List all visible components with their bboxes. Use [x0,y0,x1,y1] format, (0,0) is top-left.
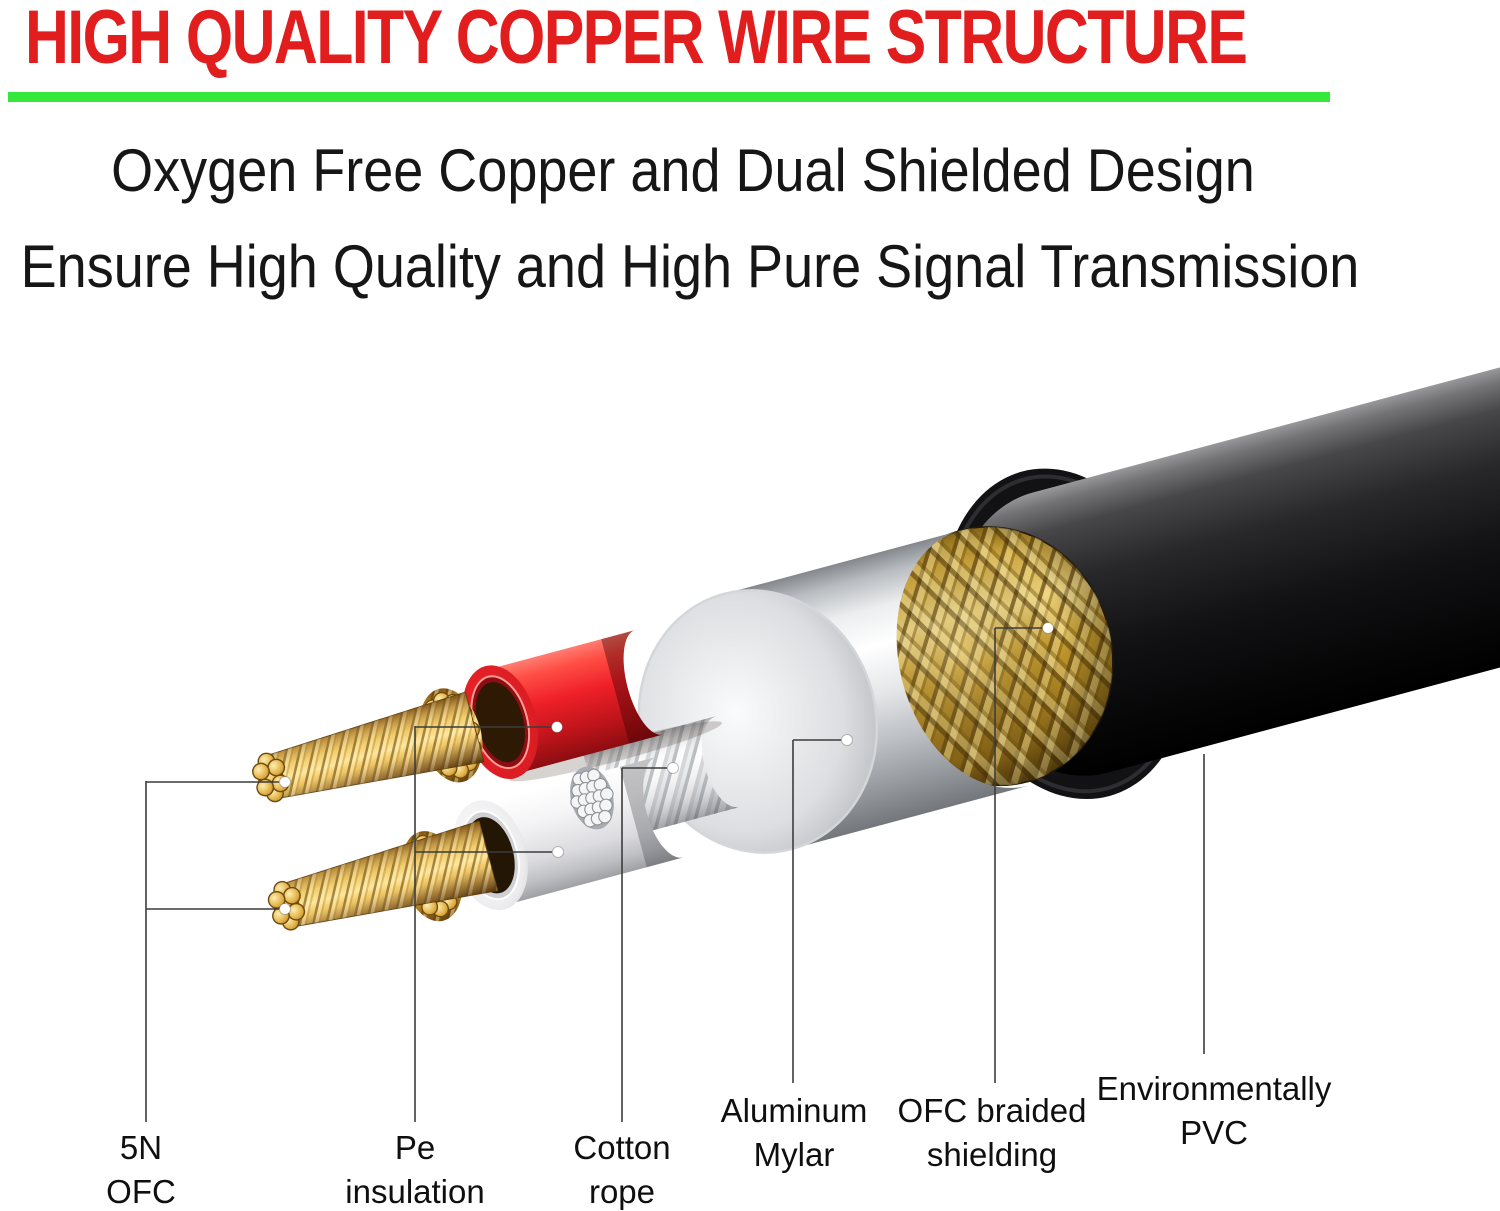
braided-shielding [874,526,1114,787]
callout-line: Environmentally [1096,1070,1332,1107]
callout-line: Cotton [573,1129,671,1166]
callout-dot-braid [1042,622,1054,634]
callout-dot-pe-white [552,846,564,858]
callout-dot-pe-red [551,721,563,733]
callout-label-5n-ofc: 5N OFC [106,1126,176,1211]
callout-dots [279,622,1054,915]
page-title: HIGH QUALITY COPPER WIRE STRUCTURE [25,0,1248,80]
callout-dot-mylar [841,734,853,746]
callout-line: PVC [1180,1114,1248,1151]
callout-label-cotton-rope: Cotton rope [573,1126,670,1211]
callout-line: OFC braided [897,1092,1087,1129]
pvc-jacket [953,313,1500,776]
cable-body [252,313,1500,931]
callout-line: shielding [926,1136,1058,1173]
callout-label-pe-insulation: Pe insulation [345,1126,484,1211]
callout-line: 5N [119,1129,163,1166]
callout-line: Pe [394,1129,436,1166]
callout-line: Aluminum [720,1092,868,1129]
tube-shadow [509,721,722,782]
callout-line: rope [588,1173,656,1210]
subtitle-line-1: Oxygen Free Copper and Dual Shielded Des… [111,137,1255,204]
callout-label-aluminum-mylar: Aluminum Mylar [721,1089,868,1177]
subtitle-line-2: Ensure High Quality and High Pure Signal… [20,233,1360,300]
callout-line: Mylar [753,1136,835,1173]
green-divider [8,92,1330,102]
callout-dot-cotton-rope [667,762,679,774]
copper-conductor-upper [252,691,485,803]
copper-conductor-lower [267,820,499,931]
callout-dot-ofc-lower [279,903,291,915]
callout-dot-ofc-upper [279,776,291,788]
leader-lines [145,627,1205,1122]
callout-line: insulation [345,1173,485,1210]
callout-label-ofc-braided-shielding: OFC braided shielding [898,1089,1087,1177]
callout-line: OFC [106,1173,176,1210]
callout-label-environmentally-pvc: Environmentally PVC [1097,1067,1332,1155]
cotton-rope-face [570,766,614,830]
